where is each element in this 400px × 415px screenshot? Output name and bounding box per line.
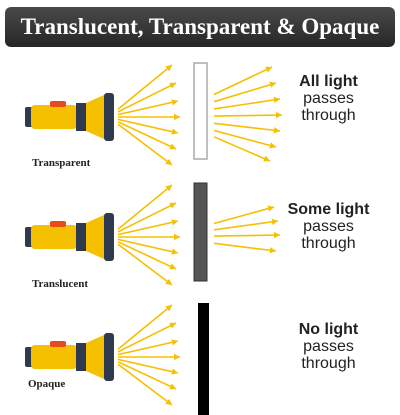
arrowhead-icon (269, 81, 276, 88)
result-translucent-line3: through (301, 235, 356, 252)
light-ray-arrow (213, 136, 271, 162)
light-ray-arrow (213, 82, 277, 103)
result-transparent-line3: through (301, 107, 356, 124)
flashlight-icon (25, 333, 114, 381)
caption-opaque: Opaque (28, 378, 66, 390)
arrowhead-icon (169, 82, 176, 89)
light-ray-arrow (117, 121, 177, 150)
light-ray-arrow (117, 361, 177, 390)
arrowhead-icon (165, 185, 172, 192)
arrowhead-icon (273, 231, 280, 239)
light-ray-arrow (213, 242, 277, 252)
arrowhead-icon (169, 322, 176, 329)
transmitted-light-rays (213, 66, 283, 162)
light-ray-arrow (117, 123, 173, 166)
scene-opaque-graphic (25, 303, 209, 415)
result-opaque-line3: through (301, 355, 356, 372)
result-transparent: All light passes through (271, 73, 386, 124)
arrowhead-icon (174, 233, 180, 241)
light-ray-arrow (117, 340, 179, 356)
arrowhead-icon (171, 219, 178, 226)
arrowhead-icon (265, 66, 272, 73)
arrowhead-icon (174, 353, 180, 361)
arrowhead-icon (169, 143, 176, 150)
arrowhead-icon (169, 383, 176, 390)
arrowhead-icon (267, 205, 274, 212)
arrowhead-icon (169, 263, 176, 270)
light-ray-arrow (117, 238, 179, 254)
scene-transparent: Transparent All light passes through (0, 55, 400, 175)
flashlight-icon (25, 213, 114, 261)
result-translucent-line2: passes (303, 218, 354, 235)
transmitted-light-rays (213, 205, 281, 254)
incoming-light-rays (117, 64, 180, 166)
result-transparent-lead: All light (299, 73, 358, 90)
light-ray-arrow (117, 82, 177, 113)
light-ray-arrow (213, 129, 277, 148)
light-ray-arrow (213, 220, 279, 231)
arrowhead-icon (169, 202, 176, 209)
light-ray-arrow (117, 220, 179, 236)
scene-transparent-graphic (25, 62, 283, 166)
translucent-panel (193, 182, 208, 282)
title-banner: Translucent, Transparent & Opaque (5, 7, 395, 47)
arrowhead-icon (171, 248, 178, 255)
light-ray-arrow (117, 202, 177, 233)
arrowhead-icon (271, 218, 278, 225)
result-transparent-line2: passes (303, 90, 354, 107)
page-title: Translucent, Transparent & Opaque (20, 14, 380, 39)
scene-opaque: Opaque No light passes through (0, 295, 400, 415)
transparent-panel (193, 62, 208, 160)
light-ray-arrow (117, 358, 179, 374)
light-ray-arrow (117, 118, 179, 134)
arrowhead-icon (263, 155, 270, 162)
arrowhead-icon (269, 142, 276, 149)
arrowhead-icon (165, 158, 172, 165)
light-ray-arrow (213, 66, 273, 96)
arrowhead-icon (275, 111, 282, 119)
light-ray-arrow (117, 322, 177, 353)
arrowhead-icon (165, 65, 172, 72)
opaque-panel (198, 303, 209, 415)
arrowhead-icon (174, 113, 180, 121)
caption-translucent: Translucent (32, 278, 89, 290)
light-ray-arrow (213, 206, 275, 225)
light-ray-arrow (213, 122, 281, 132)
caption-transparent: Transparent (32, 157, 91, 169)
arrowhead-icon (165, 278, 172, 285)
light-ray-arrow (117, 363, 173, 406)
light-ray-arrow (117, 304, 173, 350)
incoming-light-rays (117, 184, 180, 286)
light-ray-arrow (213, 98, 281, 110)
arrowhead-icon (273, 96, 280, 104)
light-ray-arrow (213, 234, 281, 237)
incoming-light-rays (117, 304, 180, 406)
arrowhead-icon (171, 368, 178, 375)
result-opaque-lead: No light (298, 321, 359, 338)
light-ray-arrow (117, 184, 173, 230)
arrowhead-icon (165, 305, 172, 312)
scene-translucent: Translucent Some light passes through (0, 175, 400, 295)
light-ray-arrow (213, 114, 283, 117)
arrowhead-icon (171, 339, 178, 346)
result-opaque: No light passes through (271, 321, 386, 372)
light-ray-arrow (117, 64, 173, 110)
result-opaque-line2: passes (303, 338, 354, 355)
arrowhead-icon (171, 99, 178, 106)
arrowhead-icon (269, 247, 276, 254)
scene-translucent-graphic (25, 182, 281, 286)
light-ray-arrow (117, 243, 173, 286)
result-translucent: Some light passes through (271, 201, 386, 252)
flashlight-icon (25, 93, 114, 141)
light-ray-arrow (117, 100, 179, 116)
arrowhead-icon (273, 127, 280, 134)
arrowhead-icon (171, 128, 178, 135)
result-translucent-lead: Some light (287, 201, 370, 218)
light-ray-arrow (117, 241, 177, 270)
